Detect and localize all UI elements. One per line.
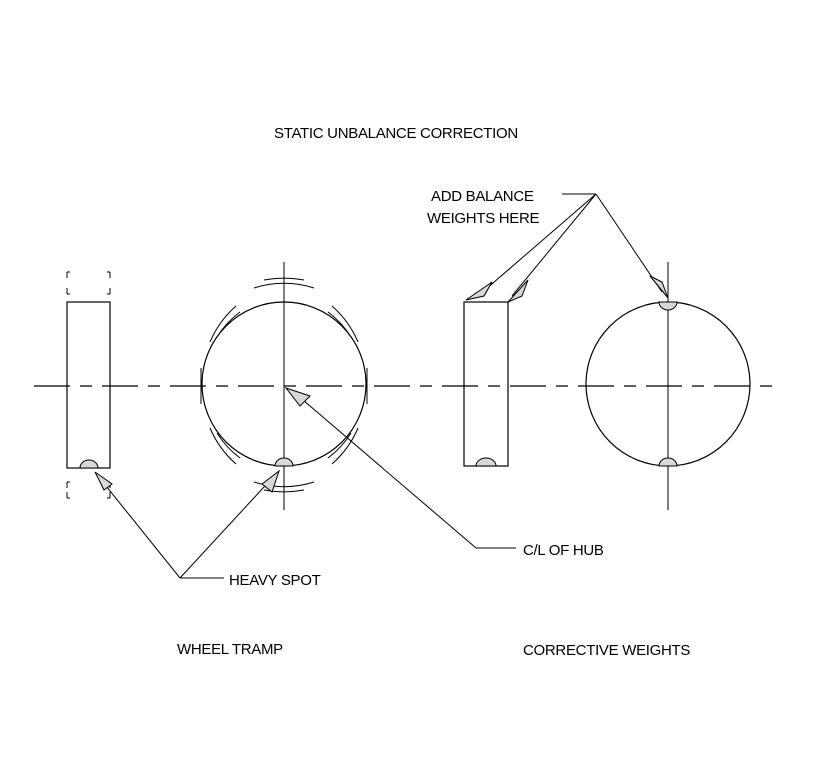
heavy-spot-marker-front: [274, 457, 294, 467]
motion-arc-bottom-2: [263, 489, 305, 493]
corrective-side-view: [463, 301, 509, 467]
wheel-tramp-front-view: [200, 262, 368, 510]
tramp-marks-top: [66, 271, 111, 295]
motion-arc-ul-1: [209, 305, 237, 343]
arrowhead-front-heavy-spot: [261, 469, 280, 493]
leader-to-side-heavy-spot: [97, 475, 181, 579]
heavy-spot-leaders: [94, 469, 280, 579]
leader-to-side-top-right: [511, 193, 597, 297]
corrective-weights-caption: CORRECTIVE WEIGHTS: [523, 642, 690, 659]
cl-of-hub-label: C/L OF HUB: [523, 542, 604, 559]
add-weights-leaders: [465, 193, 669, 303]
motion-arc-ll-1: [209, 427, 237, 465]
leader-to-side-top-left: [477, 193, 597, 297]
heavy-spot-marker-side: [79, 459, 99, 469]
leader-to-front-top: [595, 193, 663, 293]
cl-of-hub-leader: [284, 387, 516, 549]
arrowhead-hub-center: [284, 387, 311, 407]
arrowhead-front-top: [649, 275, 669, 299]
add-weights-label-line1: ADD BALANCE: [431, 188, 534, 205]
arrowhead-side-top-left: [465, 281, 493, 301]
corrected-tire-side-rect: [463, 301, 509, 467]
heavy-spot-label: HEAVY SPOT: [229, 572, 321, 589]
weight-marker-front-top: [658, 301, 678, 311]
motion-arc-ur-2: [327, 311, 352, 338]
motion-arc-lr-2: [327, 432, 352, 459]
corrective-front-view: [585, 262, 751, 510]
weight-marker-side-bottom: [475, 457, 497, 467]
arrowhead-side-top-right: [507, 279, 529, 303]
weight-marker-front-bottom: [658, 457, 678, 467]
motion-arc-ul-2: [216, 311, 241, 338]
wheel-tramp-side-view: [66, 271, 111, 499]
add-weights-label-line2: WEIGHTS HERE: [427, 210, 540, 227]
tire-side-rect: [66, 301, 111, 469]
leader-to-front-heavy-spot: [179, 473, 277, 579]
motion-arc-top-2: [263, 277, 305, 281]
motion-arc-bottom-1: [253, 481, 315, 488]
motion-arc-lr-1: [331, 427, 359, 465]
arrowhead-side-heavy-spot: [94, 471, 113, 491]
wheel-tramp-caption: WHEEL TRAMP: [177, 641, 283, 658]
diagram-title: STATIC UNBALANCE CORRECTION: [274, 125, 518, 142]
leader-to-hub-center: [295, 393, 477, 549]
motion-arc-ur-1: [331, 305, 359, 343]
motion-arc-top-1: [253, 282, 315, 289]
motion-side-bars: [200, 368, 368, 404]
motion-arc-ll-2: [216, 432, 241, 459]
